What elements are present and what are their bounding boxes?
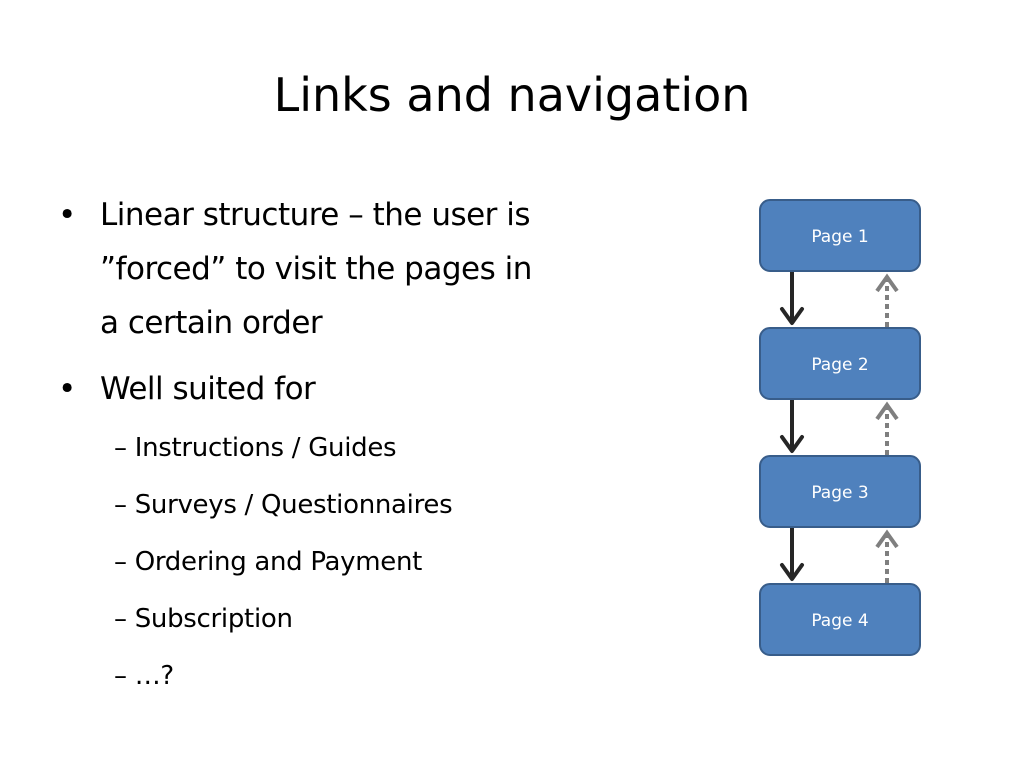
page-box-page-1: Page 1 [759,199,921,272]
bullet-text: Well suited for [100,371,316,407]
slide-title: Links and navigation [273,68,751,122]
sub-bullet-text: Surveys / Questionnaires [134,490,453,520]
forward-arrow [780,271,804,325]
dash-glyph: – [114,604,127,634]
page-box-label: Page 4 [811,611,868,631]
sub-bullet-item: –…? [114,648,696,705]
bullet-list: • Linear structure – the user is ”forced… [56,188,696,705]
bullet-text-line: ”forced” to visit the pages in [100,251,532,287]
sub-bullet-text: Ordering and Payment [134,547,423,577]
sub-bullet-list: –Instructions / Guides –Surveys / Questi… [56,420,696,705]
sub-bullet-text: Subscription [134,604,293,634]
back-arrow [875,529,899,583]
forward-arrows [780,271,804,581]
page-box-label: Page 3 [811,483,868,503]
sub-bullet-item: –Surveys / Questionnaires [114,477,696,534]
bullet-text-line: a certain order [100,305,323,341]
bullet-item-well-suited: • Well suited for [56,362,696,416]
bullet-glyph: • [58,197,76,233]
sub-bullet-item: –Instructions / Guides [114,420,696,477]
sub-bullet-text: Instructions / Guides [134,433,397,463]
forward-arrow [780,527,804,581]
page-box-page-3: Page 3 [759,455,921,528]
dash-glyph: – [114,661,127,691]
page-box-page-4: Page 4 [759,583,921,656]
sub-bullet-item: –Ordering and Payment [114,534,696,591]
dash-glyph: – [114,547,127,577]
page-box-label: Page 2 [811,355,868,375]
back-arrow [875,273,899,327]
back-arrow [875,401,899,455]
bullet-text-line: Linear structure – the user is [100,197,531,233]
bullet-item-linear-structure: • Linear structure – the user is ”forced… [56,188,660,350]
back-arrows [875,273,899,583]
sub-bullet-item: –Subscription [114,591,696,648]
page-box-page-2: Page 2 [759,327,921,400]
sub-bullet-text: …? [134,661,175,691]
dash-glyph: – [114,433,127,463]
bullet-glyph: • [58,371,76,407]
forward-arrow [780,399,804,453]
dash-glyph: – [114,490,127,520]
page-box-label: Page 1 [811,227,868,247]
